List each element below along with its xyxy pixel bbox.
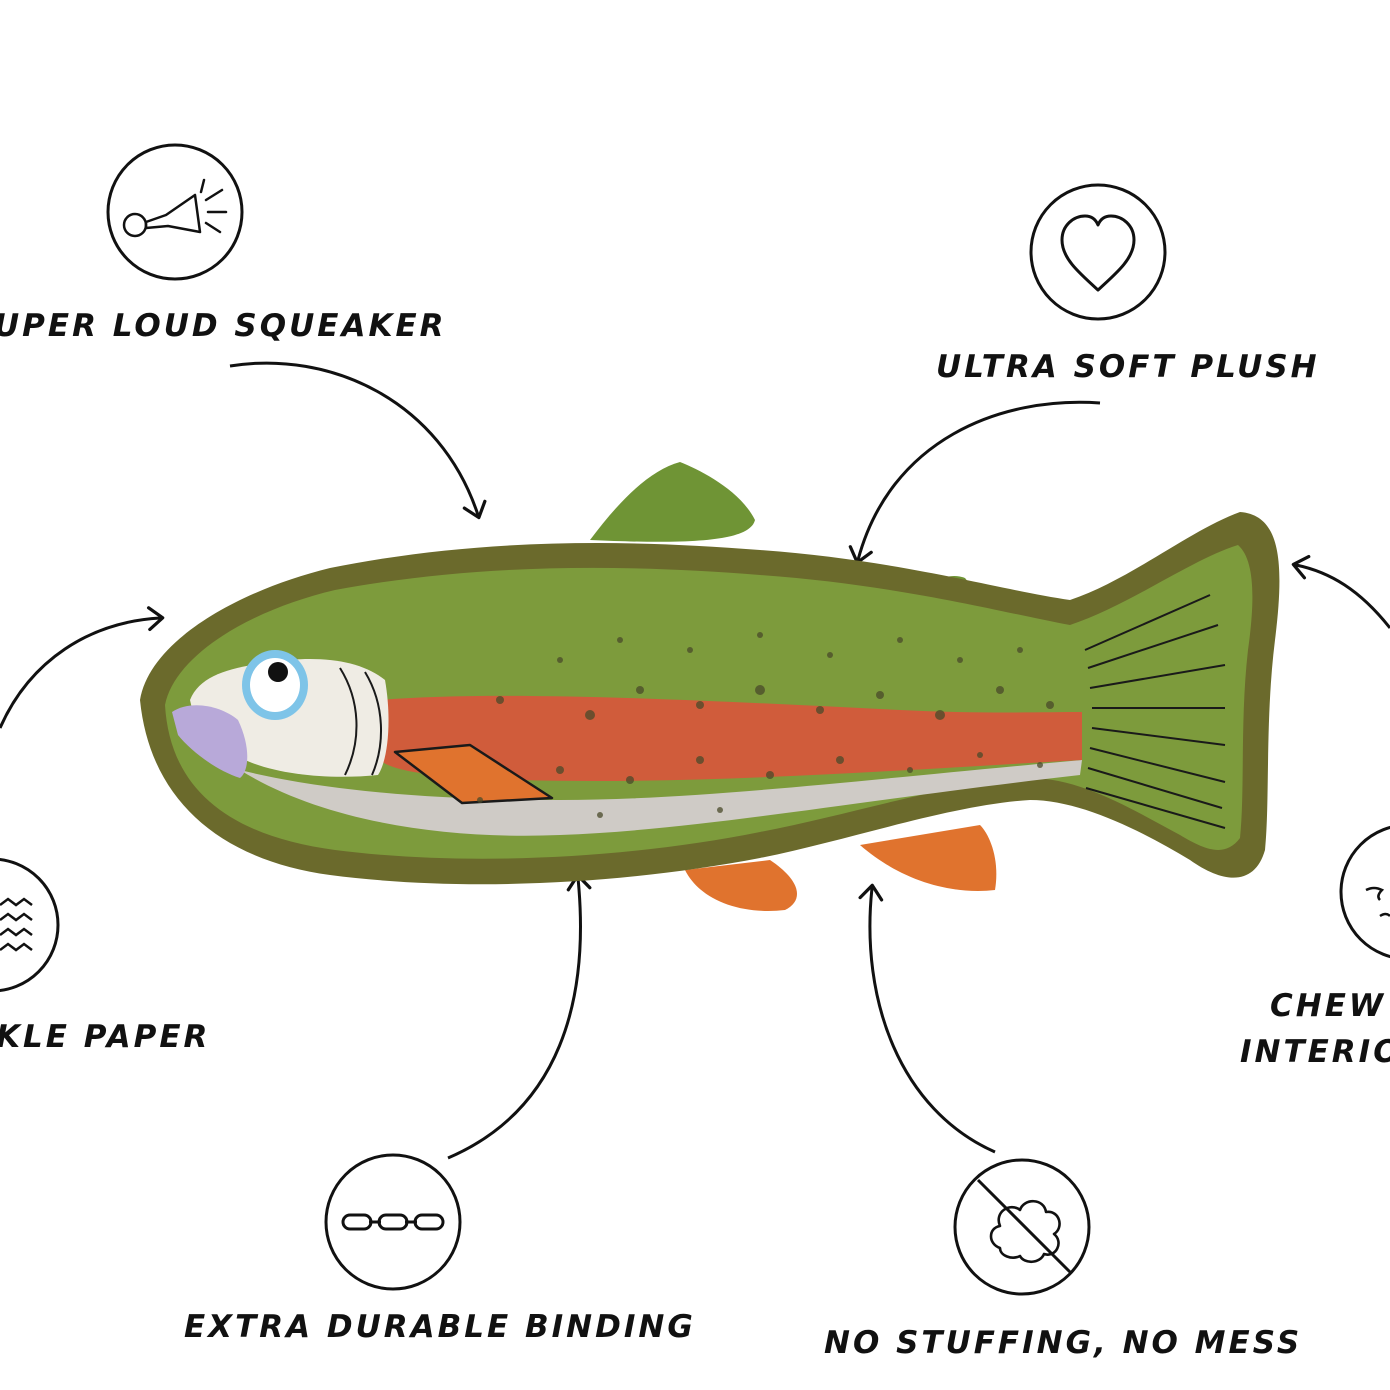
pelvic-fin xyxy=(685,860,797,911)
wavy-lines-icon xyxy=(0,857,60,993)
pectoral-fin xyxy=(393,743,554,805)
arrow-stuffing xyxy=(858,883,996,1154)
arrow-squeaker xyxy=(229,361,487,520)
chain-icon xyxy=(324,1153,462,1291)
label-binding: EXTRA DURABLE BINDING xyxy=(184,1309,696,1345)
fish-stripe xyxy=(380,695,1082,781)
anal-fin xyxy=(860,825,997,891)
label-crinkle: KLE PAPER xyxy=(0,1019,211,1055)
label-plush: ULTRA SOFT PLUSH xyxy=(936,349,1320,385)
arrow-chew xyxy=(1291,554,1390,629)
teeth-icon xyxy=(1339,825,1390,959)
fish-eye xyxy=(242,650,308,720)
label-squeaker: UPER LOUD SQUEAKER xyxy=(0,308,447,344)
arrow-binding xyxy=(447,873,592,1160)
fish-belly xyxy=(240,760,1082,836)
no-stuffing-icon xyxy=(953,1158,1091,1296)
label-stuffing: NO STUFFING, NO MESS xyxy=(824,1325,1303,1361)
label-chew-line1: CHEW R xyxy=(1270,988,1390,1024)
horn-icon xyxy=(106,143,244,281)
trout-toy xyxy=(140,462,1280,911)
arrow-crinkle xyxy=(0,606,165,729)
arrow-plush xyxy=(848,400,1101,565)
heart-icon xyxy=(1029,183,1167,321)
label-chew-line2: INTERIOR xyxy=(1240,1034,1390,1070)
dorsal-fin xyxy=(590,462,755,542)
fish-mouth xyxy=(172,705,248,778)
